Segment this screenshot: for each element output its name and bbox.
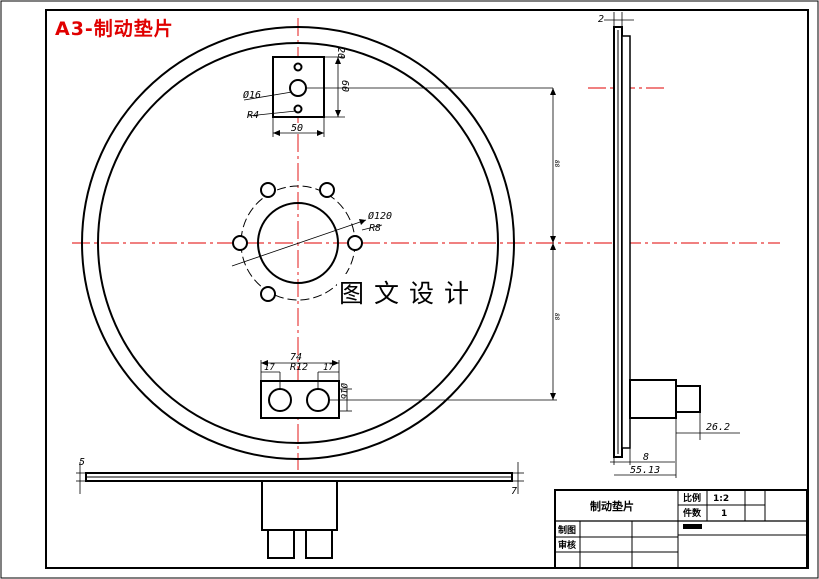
inner-frame xyxy=(45,9,809,569)
dim-phi120: Ø120 xyxy=(368,210,392,222)
tb-drawn-label: 制图 xyxy=(558,524,576,536)
tb-scale-value: 1:2 xyxy=(713,494,729,504)
dim-2: 2 xyxy=(598,14,604,25)
tb-checked-label: 审核 xyxy=(558,539,576,551)
dim-r4: R4 xyxy=(247,110,259,121)
title-block-mark xyxy=(683,524,702,529)
dimension-text: Ø16 R4 20 60 50 88 88 Ø120 R8 74 17 R12 … xyxy=(79,14,730,497)
dim-74: 74 xyxy=(290,352,302,363)
arrowheads xyxy=(261,57,556,400)
dim-phi16-bottom: Ø16 xyxy=(338,383,349,399)
dim-7: 7 xyxy=(511,486,517,497)
tb-qty-value: 1 xyxy=(721,509,727,519)
dim-26-2: 26.2 xyxy=(706,422,730,433)
dim-17-right: 17 xyxy=(323,363,334,373)
side-view xyxy=(613,26,701,458)
dim-r8: R8 xyxy=(369,223,381,234)
bottom-view-dims xyxy=(76,462,524,494)
center-bore xyxy=(257,202,339,284)
tb-scale-label: 比例 xyxy=(683,492,701,504)
top-block xyxy=(272,56,325,118)
side-view-dims xyxy=(604,12,740,478)
dim-v-lower: 88 xyxy=(553,313,560,321)
bottom-block xyxy=(260,380,340,419)
watermark-text: 图文设计 xyxy=(337,274,482,310)
dim-60: 60 xyxy=(339,80,350,92)
dim-5: 5 xyxy=(79,457,85,468)
bottom-section-view xyxy=(85,472,513,559)
disc-outer-circle xyxy=(81,26,515,460)
bolt-holes xyxy=(232,182,363,302)
dim-v-upper: 88 xyxy=(553,160,560,168)
drawing-title: A3-制动垫片 xyxy=(55,18,174,40)
disc-inner-circle xyxy=(97,42,499,444)
dim-50: 50 xyxy=(291,123,303,134)
dim-phi16: Ø16 xyxy=(243,89,261,101)
tb-part-name: 制动垫片 xyxy=(590,499,634,513)
dim-20: 20 xyxy=(335,47,346,59)
dim-r12: R12 xyxy=(290,362,308,373)
tb-qty-label: 件数 xyxy=(683,507,702,519)
dim-55-13: 55.13 xyxy=(630,465,660,476)
title-block xyxy=(554,489,808,569)
brake-disc-front-view xyxy=(81,26,515,460)
dim-17-left: 17 xyxy=(264,363,275,373)
dim-8: 8 xyxy=(643,452,649,463)
